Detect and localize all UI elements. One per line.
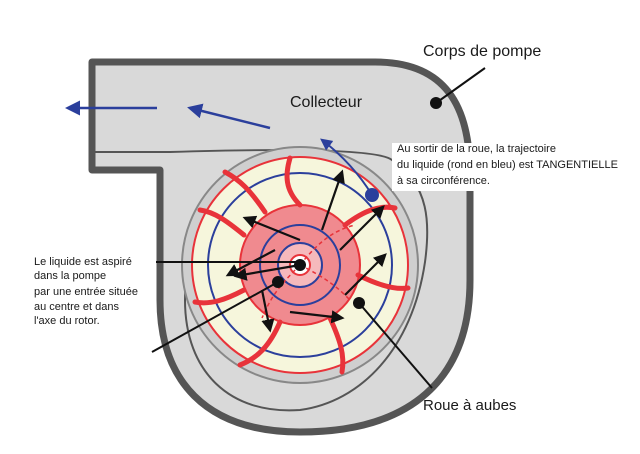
flow-arrow <box>344 253 387 296</box>
leader-dot <box>430 97 442 109</box>
flow-path <box>299 224 356 266</box>
flow-arrow <box>289 310 345 324</box>
entree-note-line: Le liquide est aspiré <box>34 256 132 268</box>
flow-arrow <box>260 289 275 333</box>
entree-note-line: l'axe du rotor. <box>34 315 100 327</box>
sortie-note-line: du liquide (rond en bleu) est TANGENTIEL… <box>397 159 618 171</box>
flow-path <box>261 264 301 319</box>
leader-roue <box>358 302 433 389</box>
label-roue-a-aubes: Roue à aubes <box>423 397 516 414</box>
sortie-note: Au sortir de la roue, la trajectoire du … <box>397 143 618 187</box>
leader-dot <box>353 297 365 309</box>
flow-arrow <box>339 205 385 251</box>
label-corps-de-pompe: Corps de pompe <box>423 43 541 60</box>
entree-note-line: par une entrée située <box>34 286 138 298</box>
label-collecteur: Collecteur <box>290 94 363 111</box>
sortie-note-box <box>392 143 492 191</box>
flow-arrow <box>320 169 345 231</box>
blade <box>284 155 303 208</box>
sortie-note-line: Au sortir de la roue, la trajectoire <box>397 143 556 155</box>
leader-corps <box>435 67 486 104</box>
outflow-arrow <box>187 103 271 130</box>
flow-arrow <box>233 263 301 281</box>
leader-dot <box>272 276 284 288</box>
flow-path <box>299 264 351 301</box>
entree-note: Le liquide est aspiré dans la pompe par … <box>34 256 138 327</box>
liquid-particle <box>365 188 379 202</box>
blade <box>222 169 268 215</box>
blade <box>237 319 283 368</box>
blade <box>192 287 247 306</box>
blade <box>197 207 247 238</box>
leader-axe <box>151 281 279 353</box>
entree-note-line: dans la pompe <box>34 270 106 282</box>
sortie-note-line: à sa circonférence. <box>397 175 490 187</box>
entree-note-line: au centre et dans <box>34 301 120 313</box>
flow-arrow <box>242 215 301 242</box>
